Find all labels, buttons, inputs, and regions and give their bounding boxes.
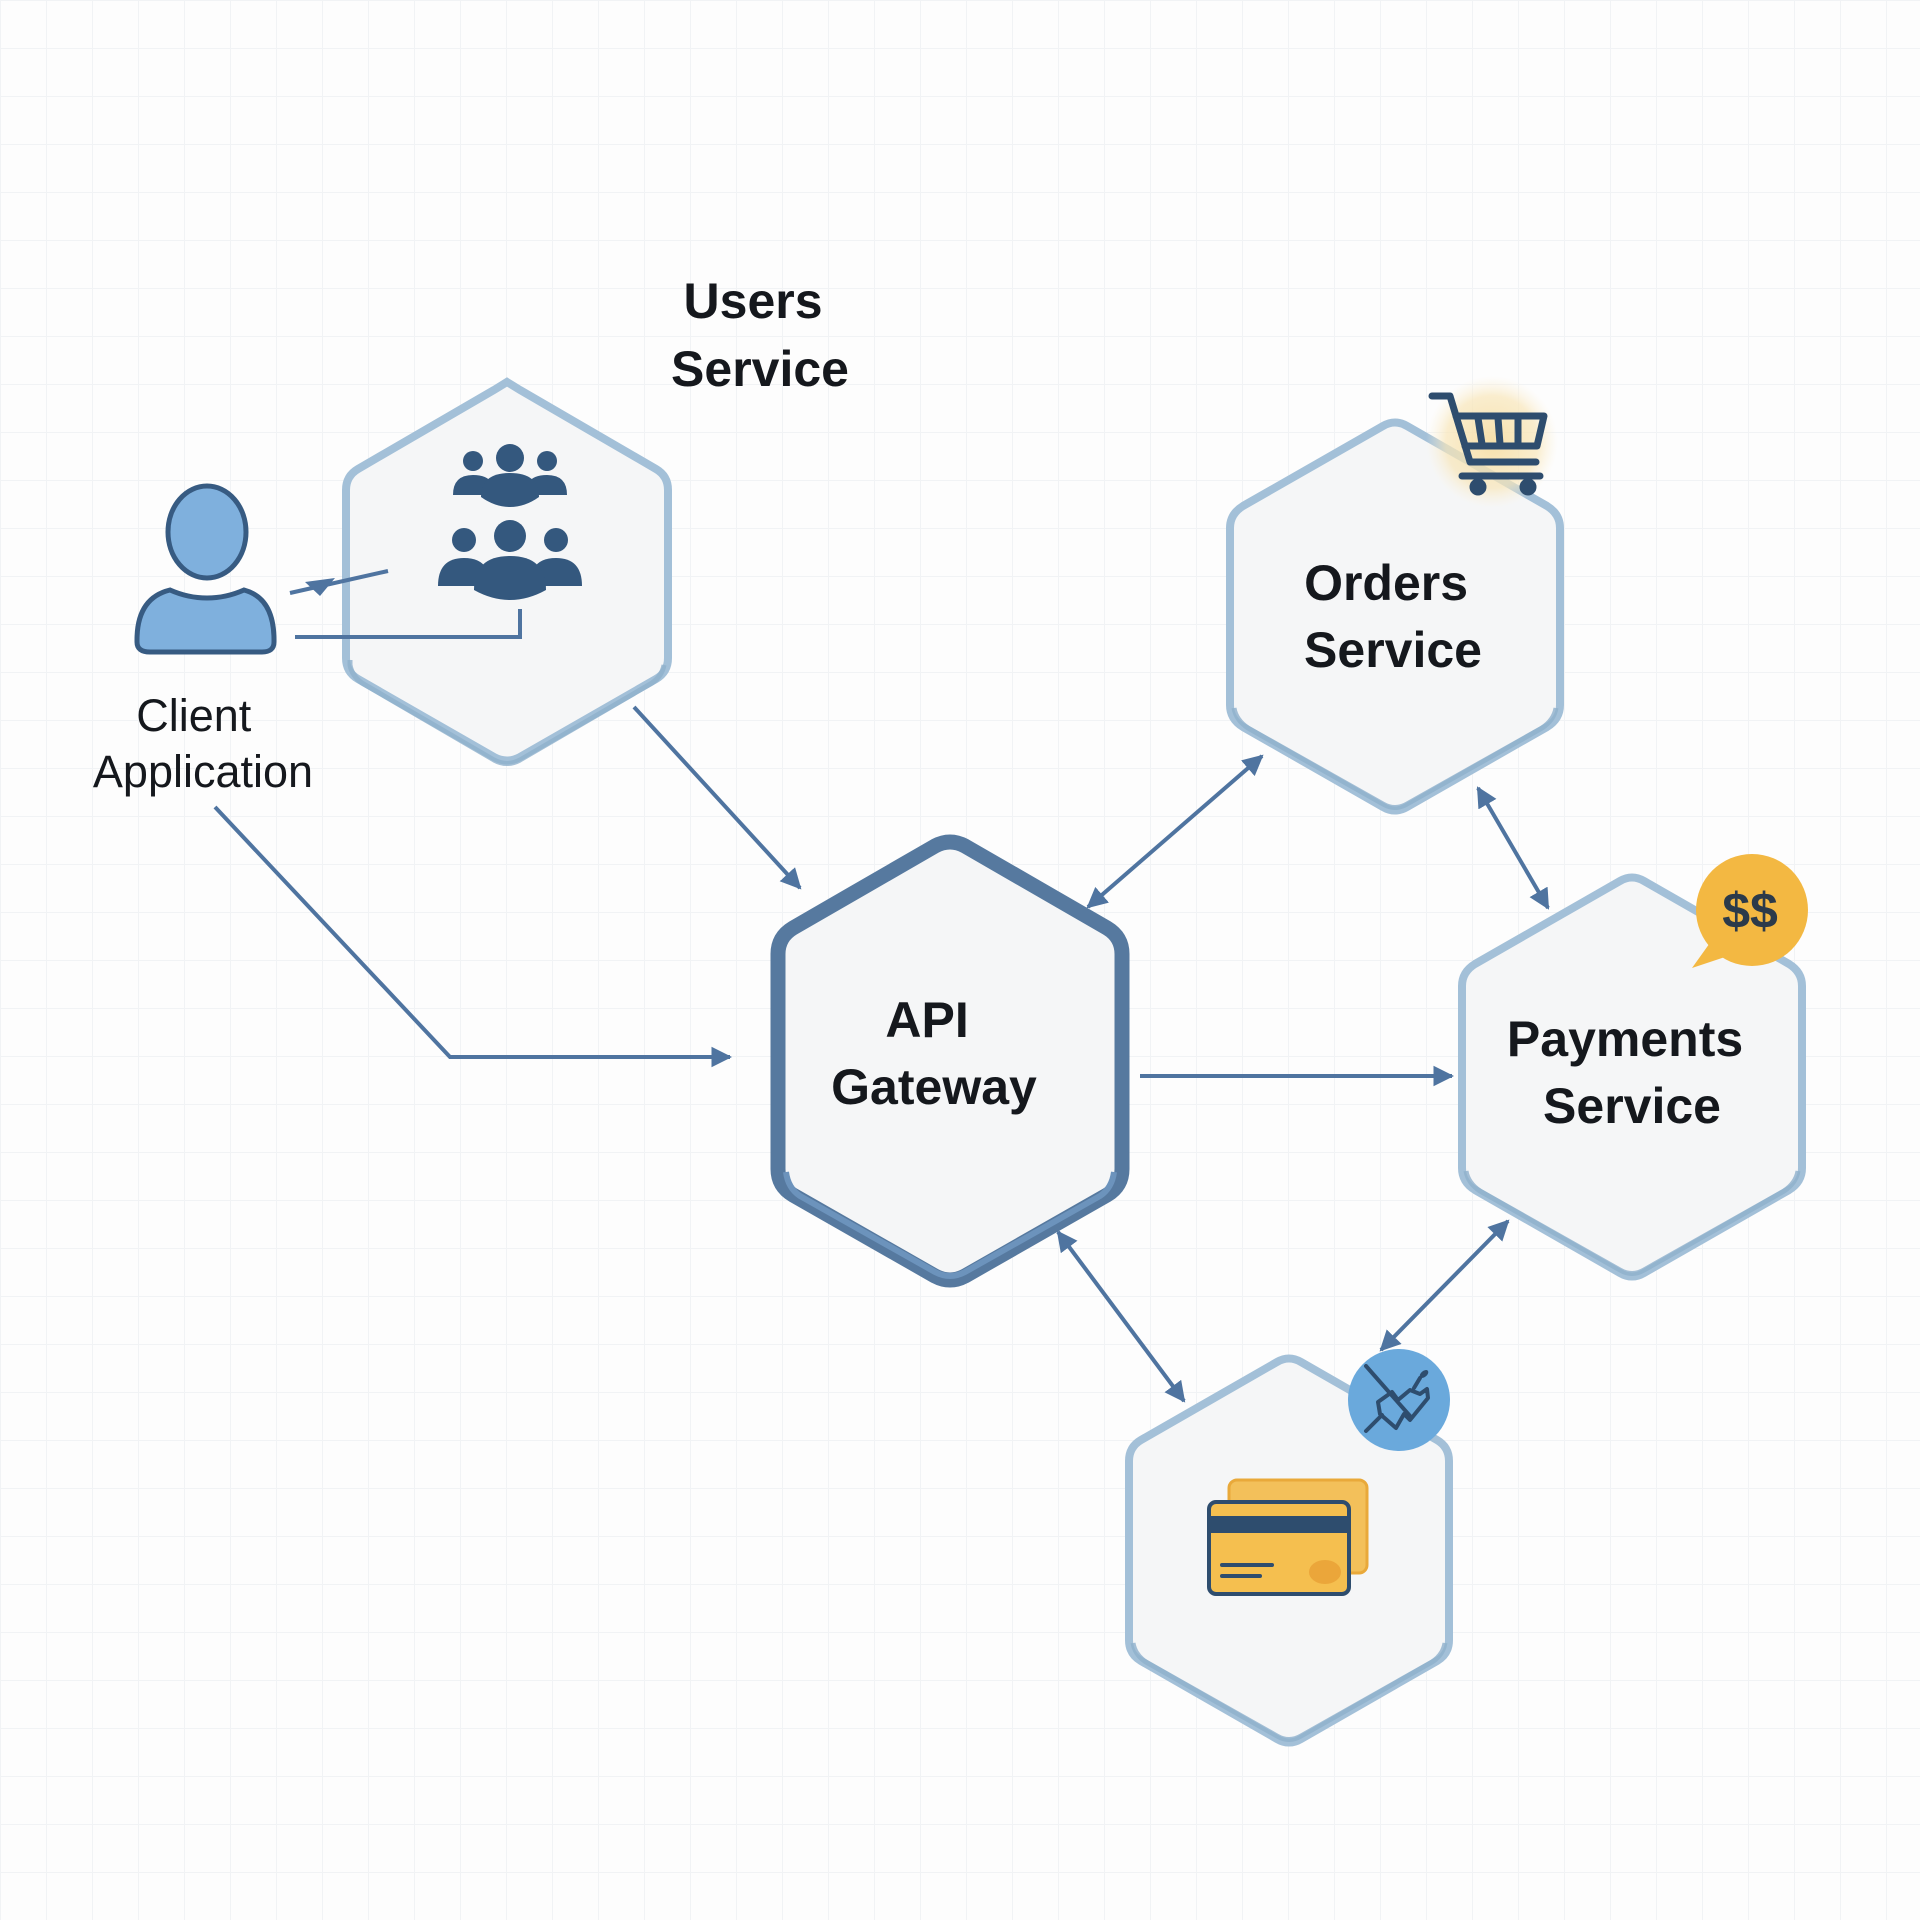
payments-service-hexagon bbox=[1458, 873, 1806, 1281]
edge-users-to-gateway bbox=[632, 705, 802, 890]
edge-client-to-gateway bbox=[213, 805, 733, 1068]
orders-service-hexagon bbox=[1226, 418, 1564, 815]
orders-service-label: Orders Service bbox=[1304, 555, 1482, 678]
shopping-cart-icon bbox=[1428, 392, 1548, 496]
users-service-node[interactable]: Users Service bbox=[342, 273, 849, 766]
payments-service-label: Payments Service bbox=[1507, 1011, 1757, 1134]
card-service-node[interactable] bbox=[1125, 1349, 1453, 1747]
api-gateway-hexagon bbox=[770, 834, 1130, 1288]
person-icon bbox=[134, 483, 277, 655]
dollar-speech-bubble-icon: $$ bbox=[1692, 854, 1808, 968]
edges bbox=[213, 705, 1550, 1403]
broken-plug-icon bbox=[1348, 1349, 1450, 1451]
client-application-node[interactable]: Client Application bbox=[93, 483, 522, 797]
payments-badge-symbol: $$ bbox=[1722, 883, 1778, 939]
api-gateway-label: API Gateway bbox=[831, 992, 1037, 1115]
orders-service-node[interactable]: Orders Service bbox=[1226, 376, 1564, 815]
api-gateway-node[interactable]: API Gateway bbox=[770, 834, 1130, 1288]
client-application-label: Client Application bbox=[93, 690, 313, 797]
credit-card-icon bbox=[1207, 1478, 1369, 1596]
payments-service-node[interactable]: $$ Payments Service bbox=[1458, 854, 1808, 1281]
client-users-connectors bbox=[289, 569, 522, 639]
edge-gateway-orders bbox=[1086, 754, 1264, 909]
edge-gateway-billing bbox=[1056, 1230, 1186, 1403]
users-service-label: Users Service bbox=[671, 273, 849, 397]
edge-orders-payments bbox=[1476, 786, 1550, 910]
edge-payments-billing bbox=[1379, 1219, 1510, 1352]
users-group-icon bbox=[438, 444, 582, 600]
